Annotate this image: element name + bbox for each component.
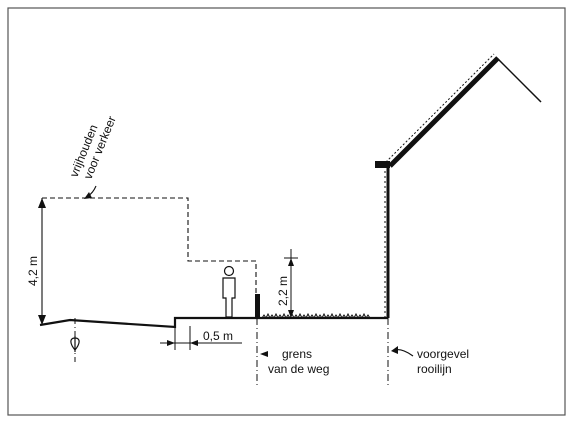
ground-line xyxy=(39,316,388,329)
house-roof xyxy=(388,56,500,168)
facade-label-line2: rooilijn xyxy=(417,362,452,376)
grass-strip xyxy=(261,312,371,319)
facade-pointer-head xyxy=(391,346,398,354)
house-eave xyxy=(375,161,390,168)
pedestrian-icon xyxy=(222,265,236,318)
road-boundary-label-line1: grens xyxy=(282,347,312,361)
clearance-arrow-bottom xyxy=(38,315,46,325)
facade-label-line1: voorgevel xyxy=(417,347,469,361)
clearance-arrow-top xyxy=(38,198,46,208)
clearance-pointer-head xyxy=(84,192,92,199)
road-boundary-label-line2: van de weg xyxy=(268,362,329,376)
house-roof-hatch xyxy=(385,53,495,163)
offset-arrow-left xyxy=(167,340,175,346)
post-icon xyxy=(255,294,260,318)
house-roof-outline xyxy=(496,57,542,103)
offset-label: 0,5 m xyxy=(203,329,233,343)
offset-arrow-right xyxy=(190,340,198,346)
diagram-frame xyxy=(7,7,566,416)
clearance-envelope xyxy=(42,197,257,318)
clearance-height-label: 4,2 m xyxy=(26,256,40,286)
small-height-label: 2,2 m xyxy=(276,276,290,306)
road-boundary-arrow xyxy=(260,351,268,357)
small-height-arrow-top xyxy=(288,258,294,266)
small-height-arrow-bottom xyxy=(288,310,294,318)
